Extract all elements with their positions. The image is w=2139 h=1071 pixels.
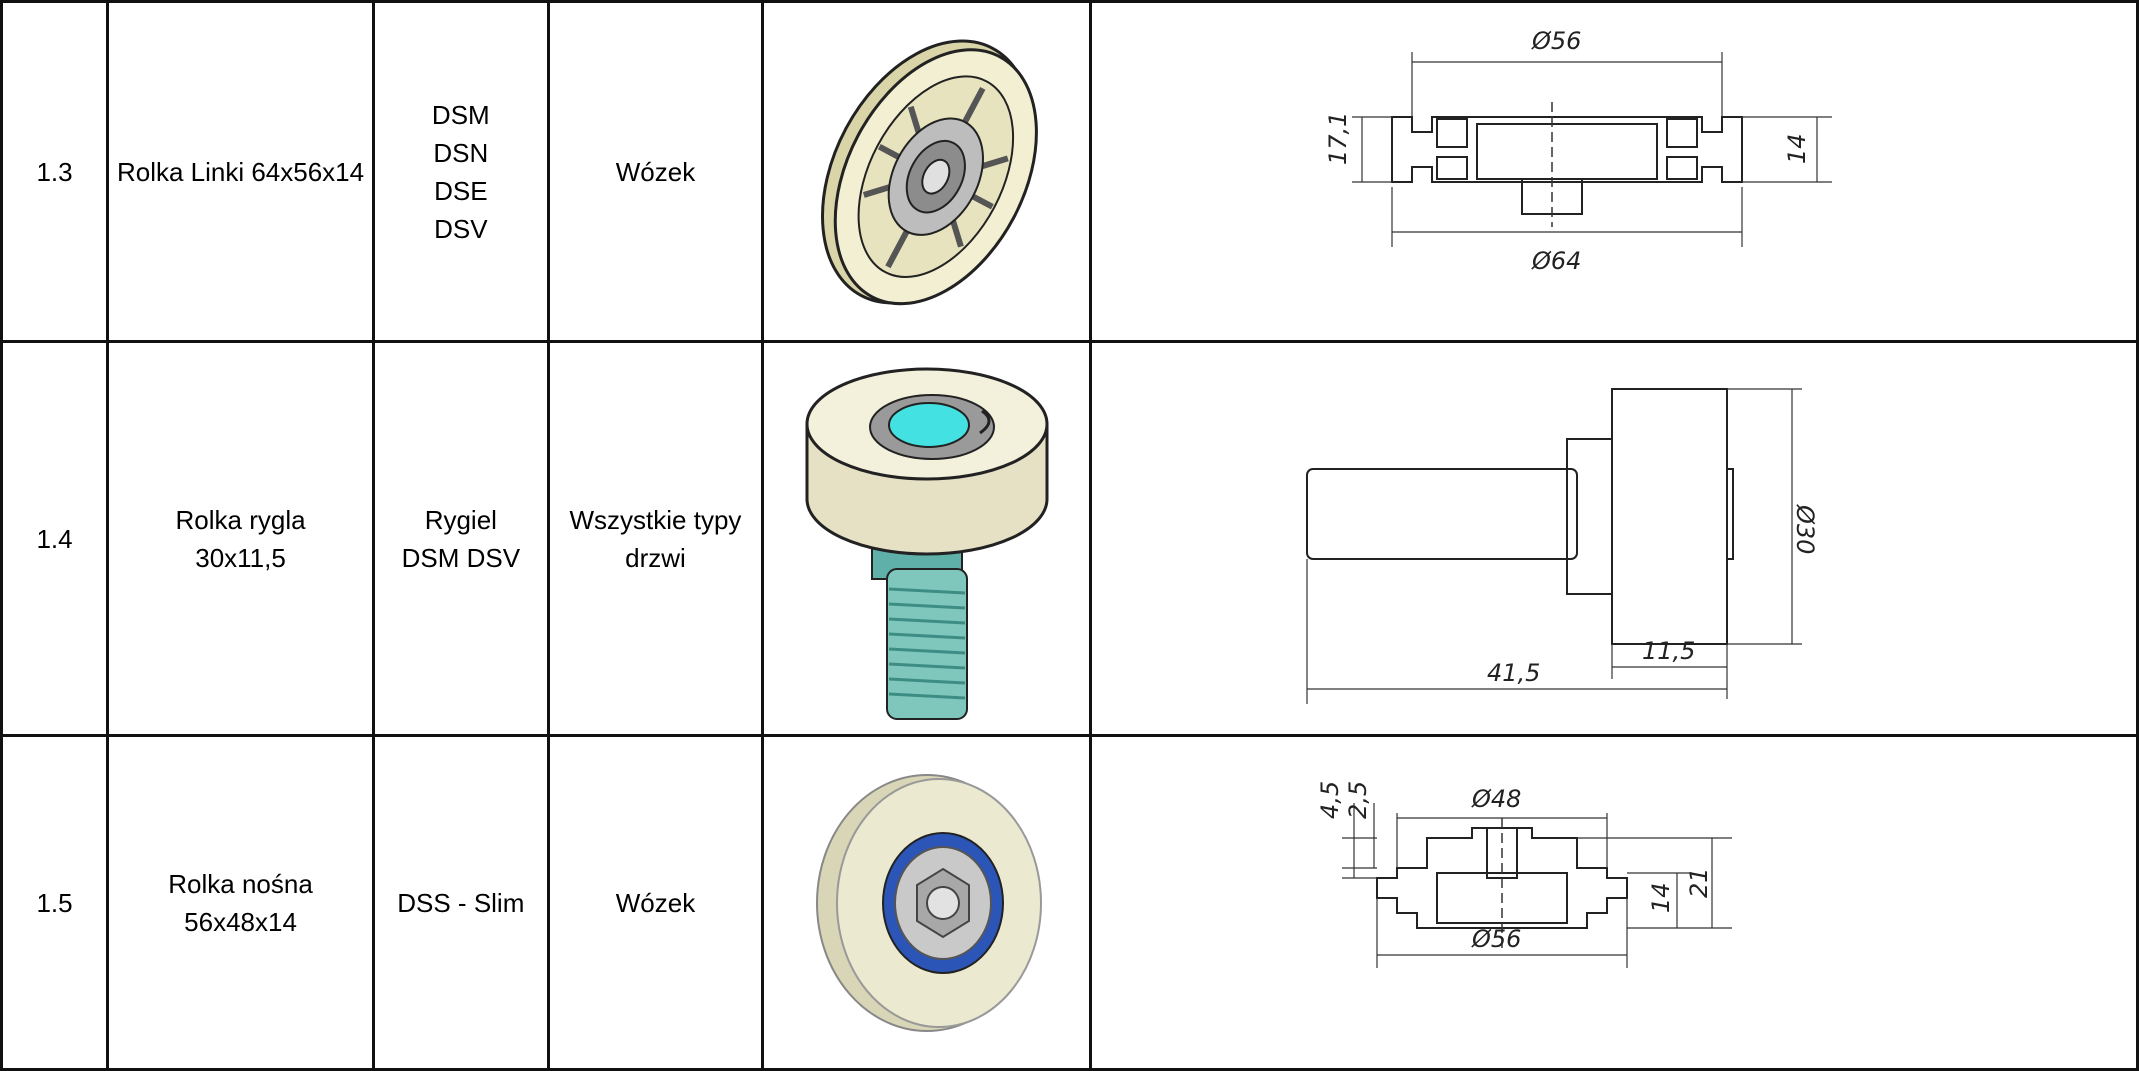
location-cell: Wszystkie typy drzwi <box>546 340 765 737</box>
row-number: 1.5 <box>0 734 110 1071</box>
technical-drawing-cell: Ø30 11,5 41,5 <box>1088 340 2139 737</box>
part-image-cell <box>761 734 1092 1071</box>
dim-width: 11,5 <box>1642 637 1695 665</box>
carrier-roller-drawing: Ø48 4,5 2,5 14 21 Ø56 <box>1316 780 1732 968</box>
bolt-roller-drawing: Ø30 11,5 41,5 <box>1305 387 1819 704</box>
model-item: DSE <box>434 175 488 206</box>
technical-drawing-cell: Ø48 4,5 2,5 14 21 Ø56 <box>1088 734 2139 1071</box>
location-cell: Wózek <box>546 0 765 343</box>
part-name-line: 30x11,5 <box>195 542 286 573</box>
location-line: drzwi <box>625 542 686 573</box>
dim-top: Ø56 <box>1531 27 1581 55</box>
rope-pulley-image <box>820 39 1038 305</box>
rope-pulley-drawing: Ø56 17,1 14 Ø64 <box>1324 27 1832 275</box>
carrier-roller-image <box>815 773 1042 1032</box>
models-cell: Rygiel DSM DSV <box>372 340 550 737</box>
part-name: Rolka rygla 30x11,5 <box>106 340 375 737</box>
part-name: Rolka Linki 64x56x14 <box>106 0 375 343</box>
dim-diameter: Ø30 <box>1791 504 1819 554</box>
dim-bottom: Ø64 <box>1531 247 1581 275</box>
part-name-line: Rolka rygla <box>175 504 306 535</box>
part-name-line: Rolka nośna <box>168 868 313 899</box>
dim-length: 41,5 <box>1487 659 1540 687</box>
dim-bottom: Ø56 <box>1471 925 1521 953</box>
part-name: Rolka nośna 56x48x14 <box>106 734 375 1071</box>
model-item: DSM <box>431 99 490 130</box>
table-row: 1.4 Rolka rygla 30x11,5 Rygiel DSM DSV W… <box>0 340 2139 737</box>
dim-h14: 14 <box>1647 882 1675 913</box>
dim-h21: 21 <box>1685 867 1713 898</box>
models-cell: DSS - Slim <box>372 734 550 1071</box>
part-name-line: 56x48x14 <box>184 906 297 937</box>
dim-top: Ø48 <box>1471 785 1521 813</box>
model-item: DSN <box>433 137 489 168</box>
table-row: 1.3 Rolka Linki 64x56x14 DSM DSN DSE DSV… <box>0 0 2139 343</box>
dim-right: 14 <box>1783 133 1811 164</box>
location-cell: Wózek <box>546 734 765 1071</box>
model-item: DSV <box>434 213 488 244</box>
technical-drawing-cell: Ø56 17,1 14 Ø64 <box>1088 0 2139 343</box>
row-number: 1.4 <box>0 340 110 737</box>
row-number: 1.3 <box>0 0 110 343</box>
part-image-cell <box>761 340 1092 737</box>
dim-a: 4,5 <box>1316 780 1344 818</box>
table-row: 1.5 Rolka nośna 56x48x14 DSS - Slim Wóze… <box>0 734 2139 1071</box>
bolt-roller-image <box>805 367 1049 720</box>
location-line: Wszystkie typy <box>569 504 742 535</box>
dim-left: 17,1 <box>1324 111 1352 164</box>
model-item: DSM DSV <box>401 542 521 573</box>
dim-b: 2,5 <box>1344 780 1372 818</box>
part-image-cell <box>761 0 1092 343</box>
model-item: Rygiel <box>424 504 497 535</box>
model-item: DSS - Slim <box>397 887 525 918</box>
models-cell: DSM DSN DSE DSV <box>372 0 550 343</box>
